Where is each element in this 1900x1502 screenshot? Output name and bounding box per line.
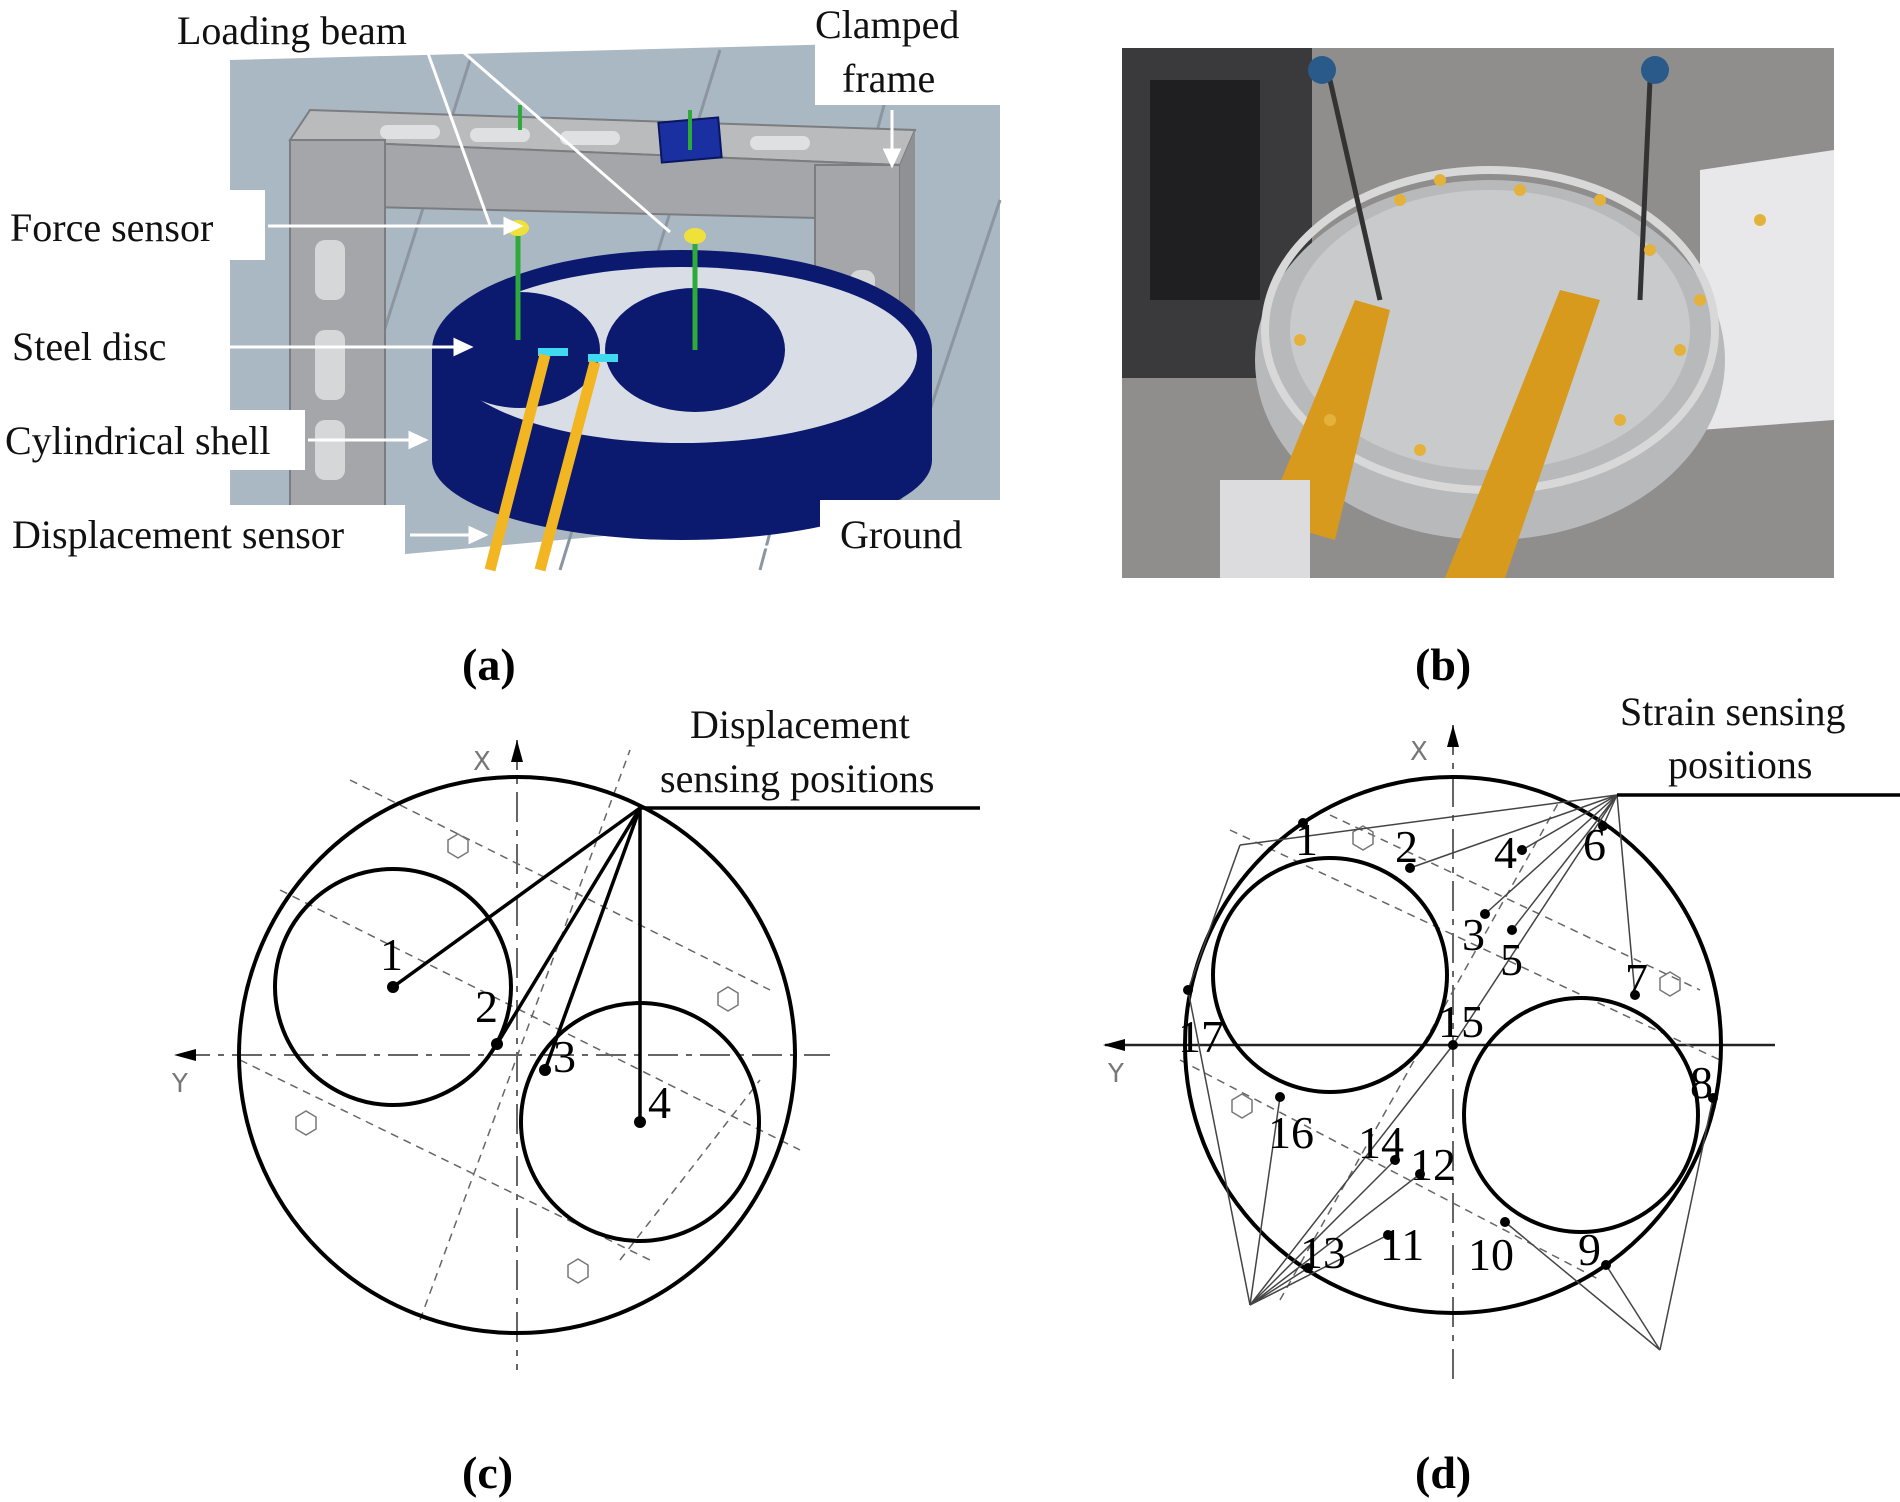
- d-point-16: [1275, 1092, 1285, 1102]
- caption-a: (a): [462, 639, 516, 690]
- d-title-line-2: positions: [1668, 742, 1812, 787]
- d-label-10: 10: [1468, 1229, 1514, 1280]
- d-disc-outline-2: [1462, 996, 1700, 1234]
- d-label-7: 7: [1625, 954, 1648, 1005]
- c-title-line-2: sensing positions: [660, 756, 934, 801]
- c-point-4: [634, 1116, 646, 1128]
- label-force-sensor: Force sensor: [10, 205, 213, 250]
- d-label-1: 1: [1295, 814, 1318, 865]
- displacement-sensor-rod-1: [484, 353, 551, 572]
- d-label-2: 2: [1395, 821, 1418, 872]
- d-label-3: 3: [1462, 909, 1485, 960]
- d-point-11: [1383, 1230, 1393, 1240]
- cyan-bar-left: [538, 348, 568, 356]
- d-label-4: 4: [1494, 827, 1517, 878]
- d-label-15: 15: [1438, 996, 1484, 1047]
- d-label-8: 8: [1690, 1057, 1713, 1108]
- d-point-10: [1500, 1217, 1510, 1227]
- d-label-9: 9: [1578, 1224, 1601, 1275]
- panel-d-diagram: [1103, 725, 1900, 1380]
- d-label-13: 13: [1300, 1227, 1346, 1278]
- c-axis-y-label: Y: [171, 1069, 188, 1099]
- d-point-14: [1390, 1155, 1400, 1165]
- d-point-1: [1298, 818, 1308, 828]
- label-loading-beam: Loading beam: [177, 8, 407, 53]
- shell-outline: [237, 775, 797, 1335]
- caption-c: (c): [462, 1447, 513, 1498]
- cyan-bar-right: [588, 354, 618, 362]
- c-label-3: 3: [553, 1031, 576, 1082]
- d-label-16: 16: [1268, 1107, 1314, 1158]
- label-cylindrical-shell: Cylindrical shell: [5, 418, 271, 463]
- d-point-9: [1601, 1260, 1611, 1270]
- label-steel-disc: Steel disc: [12, 324, 166, 369]
- panel-a-render: Loading beam Clamped frame Force sensor …: [0, 0, 1002, 572]
- d-point-5: [1507, 925, 1517, 935]
- c-label-2: 2: [475, 981, 498, 1032]
- d-title-line-1: Strain sensing: [1620, 689, 1846, 734]
- d-point-8: [1708, 1093, 1718, 1103]
- disc-outline-1: [273, 867, 513, 1107]
- d-point-12: [1415, 1169, 1425, 1179]
- c-point-3: [539, 1064, 551, 1076]
- force-sensor-right: [684, 228, 706, 244]
- panel-b-photo: [1122, 48, 1834, 578]
- c-point-2: [491, 1038, 503, 1050]
- label-displacement-sensor: Displacement sensor: [12, 512, 344, 557]
- c-label-1: 1: [380, 929, 403, 980]
- c-title-line-1: Displacement: [690, 702, 910, 747]
- d-point-6: [1598, 821, 1608, 831]
- c-point-1: [387, 981, 399, 993]
- photo-beam-right: [1445, 290, 1600, 578]
- label-clamped: Clamped: [815, 2, 959, 47]
- d-point-7: [1630, 990, 1640, 1000]
- d-disc-outline-1: [1211, 856, 1449, 1094]
- c-label-4: 4: [648, 1077, 671, 1128]
- d-point-13: [1303, 1263, 1313, 1273]
- d-label-17: 17: [1178, 1011, 1224, 1062]
- steel-disc-left: [440, 292, 600, 408]
- caption-d: (d): [1415, 1447, 1471, 1498]
- d-label-6: 6: [1583, 819, 1606, 870]
- d-shell-outline: [1183, 775, 1723, 1315]
- d-point-15: [1448, 1040, 1458, 1050]
- d-point-17: [1183, 985, 1193, 995]
- d-label-11: 11: [1380, 1219, 1424, 1270]
- displacement-sensor-rod-2: [534, 360, 601, 572]
- d-label-12: 12: [1410, 1139, 1456, 1190]
- d-axis-x-label: X: [1410, 737, 1428, 767]
- d-label-14: 14: [1358, 1117, 1404, 1168]
- c-axis-x-label: X: [473, 747, 491, 777]
- label-ground: Ground: [840, 512, 962, 557]
- d-point-2: [1405, 863, 1415, 873]
- label-frame: frame: [842, 56, 935, 101]
- panel-c-diagram: [174, 740, 980, 1370]
- d-label-5: 5: [1500, 934, 1523, 985]
- d-point-3: [1480, 909, 1490, 919]
- caption-b: (b): [1415, 639, 1471, 690]
- d-axis-y-label: Y: [1107, 1059, 1124, 1089]
- d-point-4: [1517, 845, 1527, 855]
